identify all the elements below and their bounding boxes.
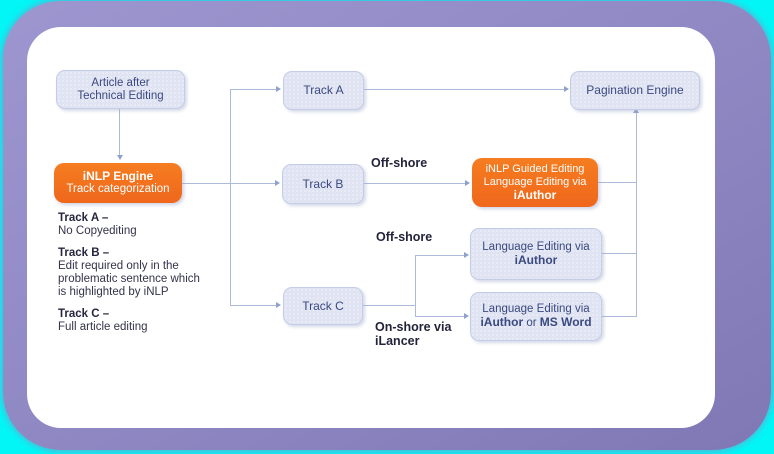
node-label-bold: MS Word <box>539 315 592 329</box>
node-label-or: or <box>526 317 537 329</box>
node-article-after-technical-editing: Article after Technical Editing <box>56 70 185 109</box>
legend-track-a-desc: No Copyediting <box>58 225 137 237</box>
connector-spine-to-track-a <box>230 89 277 90</box>
legend-track-b-desc: is highlighted by iNLP <box>58 286 169 298</box>
node-track-b: Track B <box>282 164 364 204</box>
edge-label-onshore: On-shore via iLancer <box>375 320 451 348</box>
connector-lang-iauthor-to-collector <box>600 253 637 254</box>
legend-track-c-desc: Full article editing <box>58 321 148 333</box>
edge-label-onshore-line1: On-shore via <box>375 320 452 334</box>
node-label: Language Editing via <box>483 176 587 188</box>
arrowhead-right-icon <box>276 302 281 308</box>
node-label: Technical Editing <box>77 89 164 102</box>
purple-frame: Article after Technical Editing iNLP Eng… <box>3 1 771 450</box>
node-track-c: Track C <box>283 287 363 325</box>
edge-label-onshore-line2: iLancer <box>375 334 420 348</box>
arrowhead-right-icon <box>564 86 569 92</box>
arrowhead-right-icon <box>276 86 281 92</box>
diagram-canvas: Article after Technical Editing iNLP Eng… <box>27 27 715 428</box>
connector-split-to-lang-choice <box>415 316 464 317</box>
node-label-bold: iAuthor <box>480 315 524 329</box>
arrowhead-right-icon <box>465 180 470 186</box>
connector-spine-to-track-b <box>230 183 275 184</box>
arrowhead-right-icon <box>464 313 469 319</box>
legend-track-b-desc: Edit required only in the <box>58 260 179 272</box>
connector-track-c-to-split <box>361 305 415 306</box>
legend-track-c-title: Track C – <box>58 308 110 320</box>
node-label: Language Editing via <box>482 241 590 253</box>
node-label: Track C <box>302 298 344 313</box>
arrowhead-down-icon <box>117 155 123 160</box>
node-label: Pagination Engine <box>586 83 684 97</box>
node-label: Language Editing via <box>482 303 590 315</box>
legend-track-a-title: Track A – <box>58 212 109 224</box>
node-title: iNLP Engine <box>82 169 154 183</box>
connector-article-to-inlp <box>119 107 120 156</box>
edge-label-offshore-track-b: Off-shore <box>371 156 428 170</box>
node-label: Article after <box>91 76 150 89</box>
node-label: iAuthor or MS Word <box>480 316 591 330</box>
edge-label-offshore-track-c: Off-shore <box>376 230 433 244</box>
node-inlp-guided-editing: iNLP Guided Editing Language Editing via… <box>472 158 598 207</box>
connector-inlp-guided-to-collector <box>598 182 637 183</box>
arrowhead-right-icon <box>275 180 280 186</box>
node-language-editing-iauthor: Language Editing via iAuthor <box>470 228 602 280</box>
connector-track-b-to-inlp-guided <box>362 183 465 184</box>
node-label: Track B <box>302 176 344 191</box>
node-inlp-engine: iNLP Engine Track categorization <box>54 163 182 203</box>
node-label: iAuthor <box>513 188 557 202</box>
arrowhead-right-icon <box>464 252 469 258</box>
node-label: iAuthor <box>514 253 558 267</box>
node-label: Track A <box>303 83 344 97</box>
connector-collector-to-pagination <box>636 113 637 317</box>
connector-inlp-to-spine <box>182 183 230 184</box>
legend-track-b-desc: problematic sentence which <box>58 273 200 285</box>
node-pagination-engine: Pagination Engine <box>570 71 700 110</box>
connector-split-to-lang-iauthor <box>415 255 464 256</box>
node-subtitle: Track categorization <box>66 183 170 195</box>
connector-lang-choice-to-collector <box>600 316 637 317</box>
connector-split-spine <box>415 255 416 317</box>
legend-track-b-title: Track B – <box>58 247 110 259</box>
node-label: iNLP Guided Editing <box>485 163 585 175</box>
connector-track-spine <box>230 89 231 305</box>
track-legend: Track A – No Copyediting Track B – Edit … <box>58 211 258 334</box>
connector-track-a-to-pagination <box>362 89 564 90</box>
arrowhead-up-icon <box>633 108 639 113</box>
connector-spine-to-track-c <box>230 305 276 306</box>
node-language-editing-iauthor-or-msword: Language Editing via iAuthor or MS Word <box>470 292 602 341</box>
node-track-a: Track A <box>283 71 364 110</box>
